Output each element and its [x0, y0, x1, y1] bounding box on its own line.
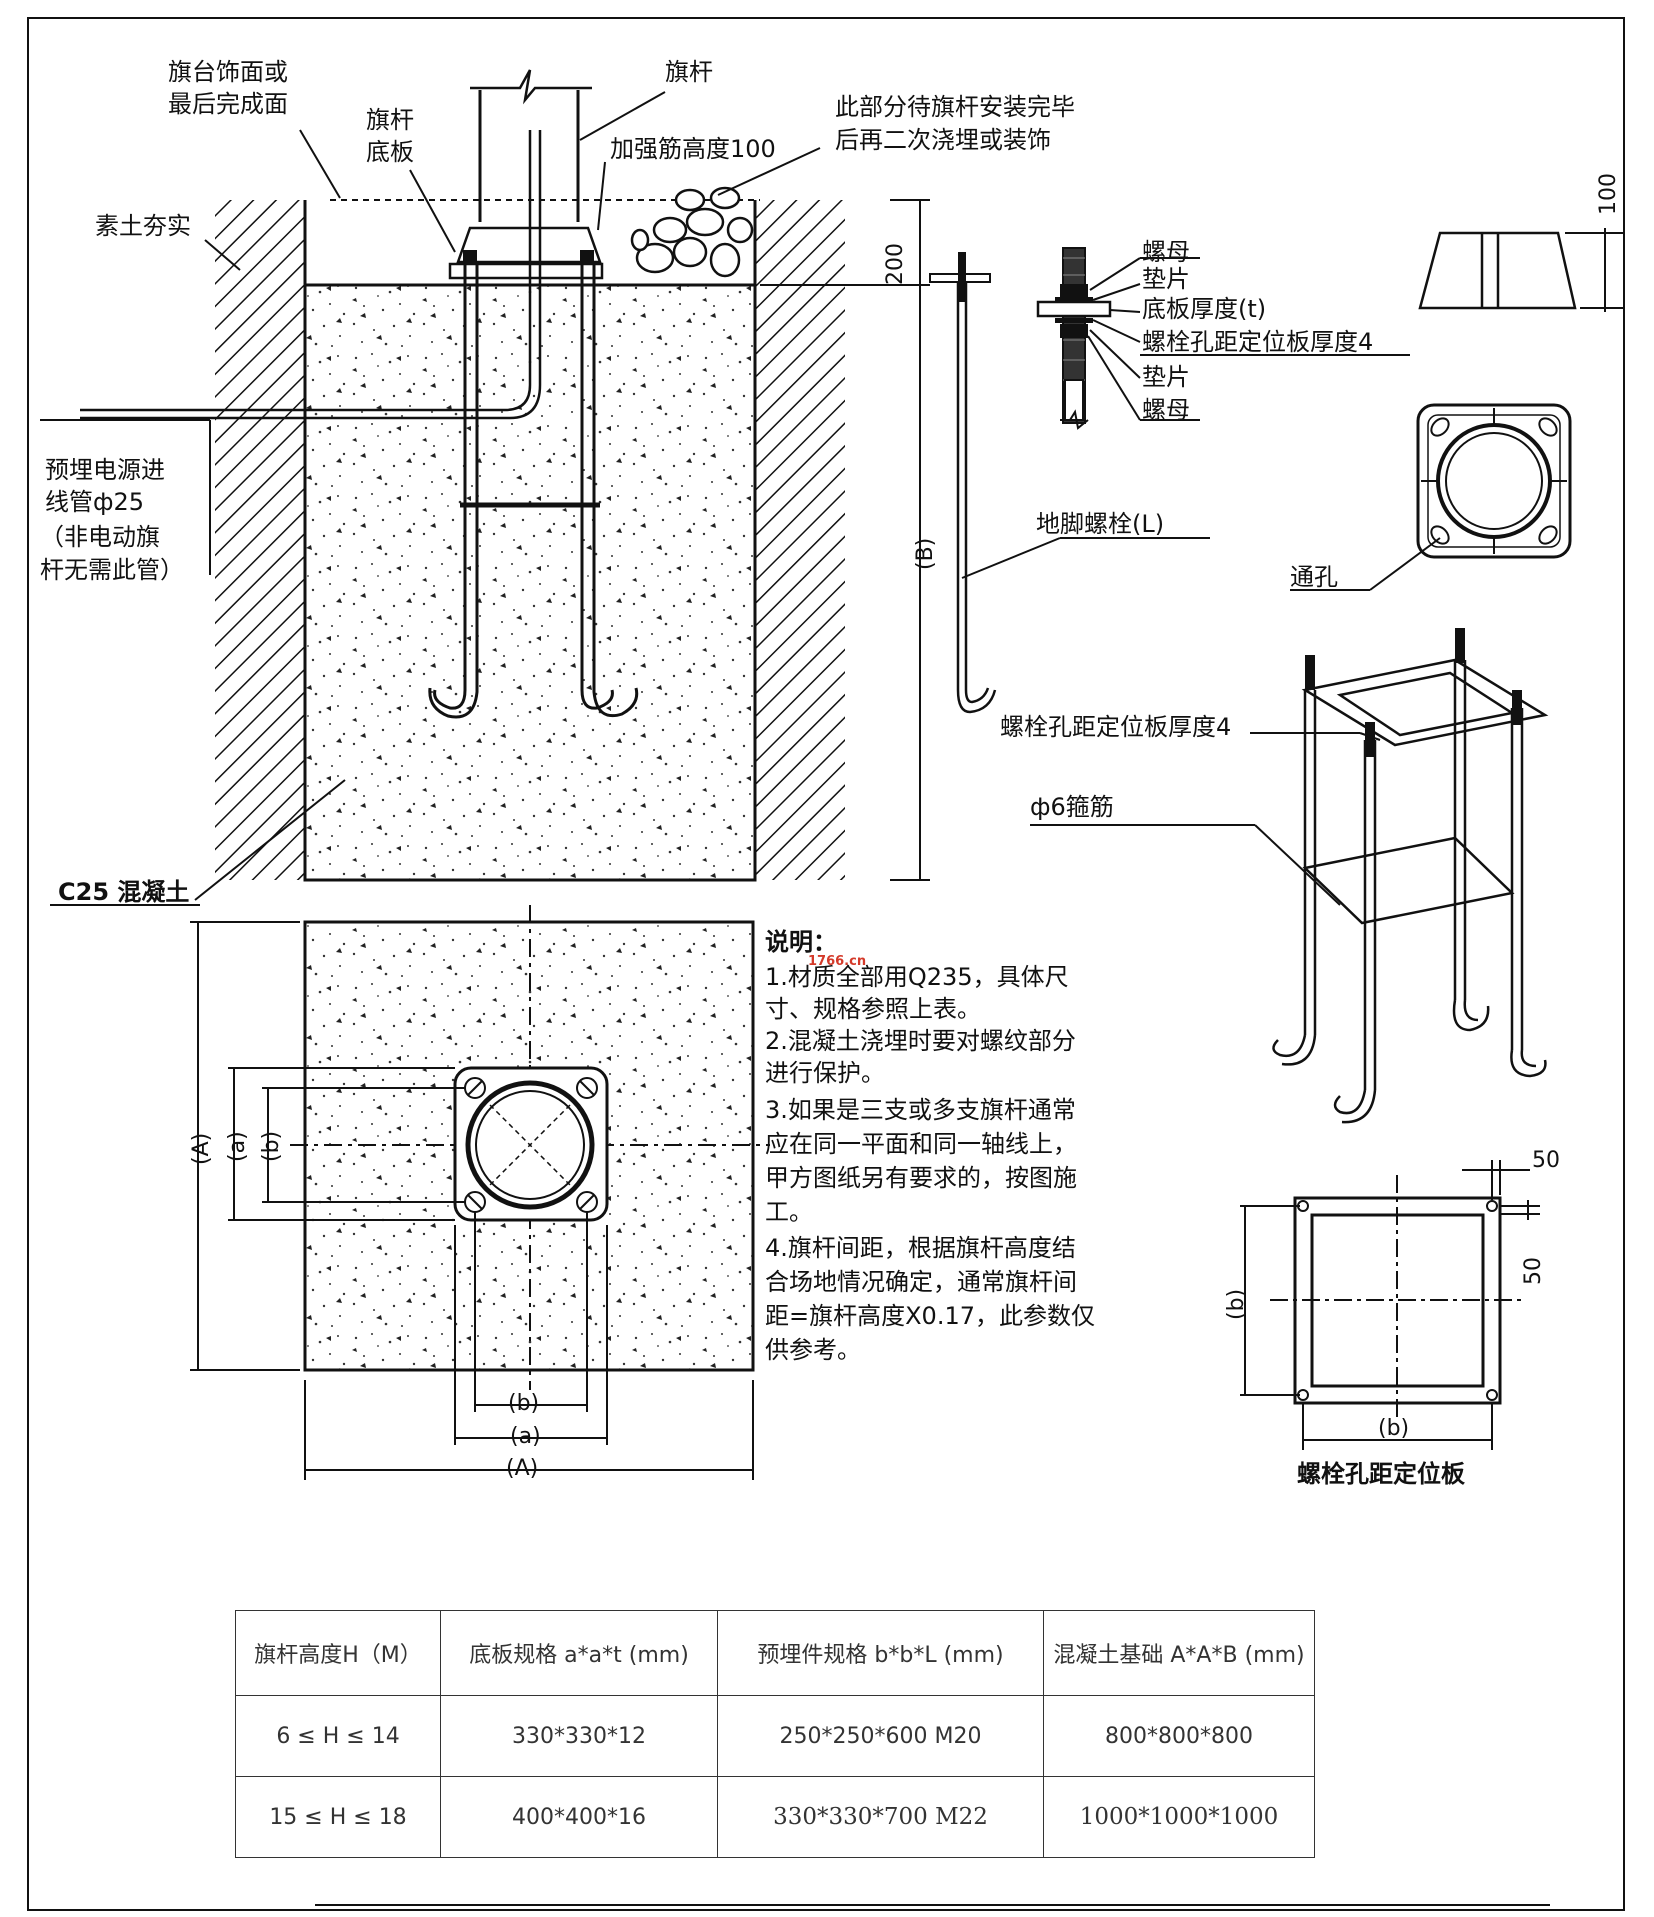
template-plate	[1240, 1160, 1540, 1450]
label-conduit-2: 线管ф25	[45, 488, 144, 516]
label-washer-bottom: 垫片	[1142, 363, 1190, 391]
watermark: 1766.cn	[808, 954, 866, 969]
label-stirrup: ф6箍筋	[1030, 793, 1114, 821]
dim-b-vertical: (b)	[259, 1131, 284, 1162]
label-base-plate-2: 底板	[366, 138, 414, 166]
dim-100: 100	[1596, 173, 1621, 215]
table-cell: 6 ≤ H ≤ 14	[235, 1695, 441, 1777]
anchor-bolt-elevation	[929, 252, 1210, 714]
label-template-title: 螺栓孔距定位板	[1297, 1460, 1466, 1488]
dim-50-top: 50	[1532, 1148, 1560, 1173]
note-line: 进行保护。	[765, 1059, 885, 1087]
anchor-bolt-left	[433, 262, 467, 710]
power-conduit	[80, 130, 532, 412]
note-line: 工。	[765, 1198, 813, 1226]
spec-table: 旗杆高度H（M） 底板规格 a*a*t (mm) 预埋件规格 b*b*L (mm…	[235, 1610, 1315, 1858]
dim-b-template-horizontal: (b)	[1378, 1416, 1409, 1441]
dim-50-right: 50	[1521, 1257, 1546, 1285]
dim-B: (B)	[913, 538, 938, 570]
dim-A-vertical: (A)	[189, 1133, 214, 1165]
soil-hatch-right	[755, 200, 845, 880]
note-line: 1.材质全部用Q235，具体尺	[765, 963, 1069, 991]
note-line: 2.混凝土浇埋时要对螺纹部分	[765, 1027, 1076, 1055]
cage-bolts	[1305, 628, 1522, 757]
table-cell: 250*250*600 M20	[717, 1695, 1044, 1777]
rib-perspective	[1418, 228, 1625, 312]
note-line: 供参考。	[765, 1336, 861, 1364]
dim-b-horizontal: (b)	[508, 1391, 539, 1416]
table-row: 15 ≤ H ≤ 18 400*400*16 330*330*700 M22 1…	[235, 1776, 1315, 1858]
label-pole: 旗杆	[665, 58, 713, 86]
pole-break-line	[470, 69, 592, 105]
table-cell: 1000*1000*1000	[1043, 1776, 1315, 1858]
label-base-plate-1: 旗杆	[366, 106, 414, 134]
table-cell: 15 ≤ H ≤ 18	[235, 1776, 441, 1858]
table-header-row: 旗杆高度H（M） 底板规格 a*a*t (mm) 预埋件规格 b*b*L (mm…	[235, 1610, 1315, 1696]
section-view	[40, 69, 930, 906]
soil-hatch-left	[215, 200, 305, 880]
label-secondary-fill-1: 此部分待旗杆安装完毕	[835, 93, 1075, 121]
note-line: 3.如果是三支或多支旗杆通常	[765, 1096, 1076, 1124]
label-finish-surface-2: 最后完成面	[168, 90, 288, 118]
dim-200: 200	[883, 243, 908, 285]
label-anchor-bolt: 地脚螺栓(L)	[1036, 510, 1164, 538]
dim-b-template-vertical: (b)	[1224, 1289, 1249, 1320]
table-cell: 330*330*700 M22	[717, 1776, 1044, 1858]
label-nut-top: 螺母	[1142, 238, 1190, 266]
label-washer-top: 垫片	[1142, 265, 1190, 293]
label-rib-height: 加强筋高度100	[610, 135, 776, 163]
note-line: 合场地情况确定，通常旗杆间	[765, 1268, 1077, 1296]
label-nut-bottom: 螺母	[1142, 396, 1190, 424]
table-row: 6 ≤ H ≤ 14 330*330*12 250*250*600 M20 80…	[235, 1695, 1315, 1777]
rebar-cage	[1272, 658, 1549, 1124]
note-line: 甲方图纸另有要求的，按图施	[765, 1164, 1077, 1192]
label-secondary-fill-2: 后再二次浇埋或装饰	[835, 126, 1051, 154]
note-line: 4.旗杆间距，根据旗杆高度结	[765, 1234, 1076, 1262]
label-compacted-soil: 素土夯实	[95, 212, 191, 240]
base-plate-plan	[1290, 403, 1572, 591]
bolt-detail	[1036, 247, 1410, 430]
note-line: 距=旗杆高度X0.17，此参数仅	[765, 1302, 1095, 1330]
table-cell: 400*400*16	[440, 1776, 718, 1858]
notes-block: 说明： 1766.cn 1.材质全部用Q235，具体尺 寸、规格参照上表。 2.…	[765, 928, 1095, 1364]
plan-view	[190, 905, 770, 1480]
label-conduit-4: 杆无需此管）	[40, 556, 184, 584]
label-conduit-3: （非电动旗	[40, 523, 160, 551]
page-border	[27, 17, 1625, 1911]
label-finish-surface-1: 旗台饰面或	[168, 58, 288, 86]
dim-a-horizontal: (a)	[510, 1424, 541, 1449]
table-header-cell: 旗杆高度H（M）	[235, 1610, 441, 1696]
note-line: 寸、规格参照上表。	[765, 995, 981, 1023]
label-through-hole: 通孔	[1290, 563, 1338, 591]
note-line: 应在同一平面和同一轴线上，	[765, 1130, 1077, 1158]
label-template-thickness-detail: 螺栓孔距定位板厚度4	[1142, 328, 1373, 356]
label-template-thickness: 螺栓孔距定位板厚度4	[1000, 713, 1231, 741]
label-concrete: C25 混凝土	[58, 878, 189, 906]
table-header-cell: 底板规格 a*a*t (mm)	[440, 1610, 718, 1696]
label-conduit-1: 预埋电源进	[45, 456, 165, 484]
label-base-thickness: 底板厚度(t)	[1142, 295, 1266, 323]
pole-base-plate	[448, 262, 604, 280]
table-cell: 800*800*800	[1043, 1695, 1315, 1777]
table-header-cell: 预埋件规格 b*b*L (mm)	[717, 1610, 1044, 1696]
table-cell: 330*330*12	[440, 1695, 718, 1777]
notes-title: 说明：	[765, 928, 837, 956]
table-header-cell: 混凝土基础 A*A*B (mm)	[1043, 1610, 1315, 1696]
dim-a-vertical: (a)	[225, 1131, 250, 1162]
detail-base-plate	[1036, 300, 1112, 318]
dim-A-horizontal: (A)	[506, 1456, 538, 1481]
gravel-fill	[630, 186, 754, 278]
